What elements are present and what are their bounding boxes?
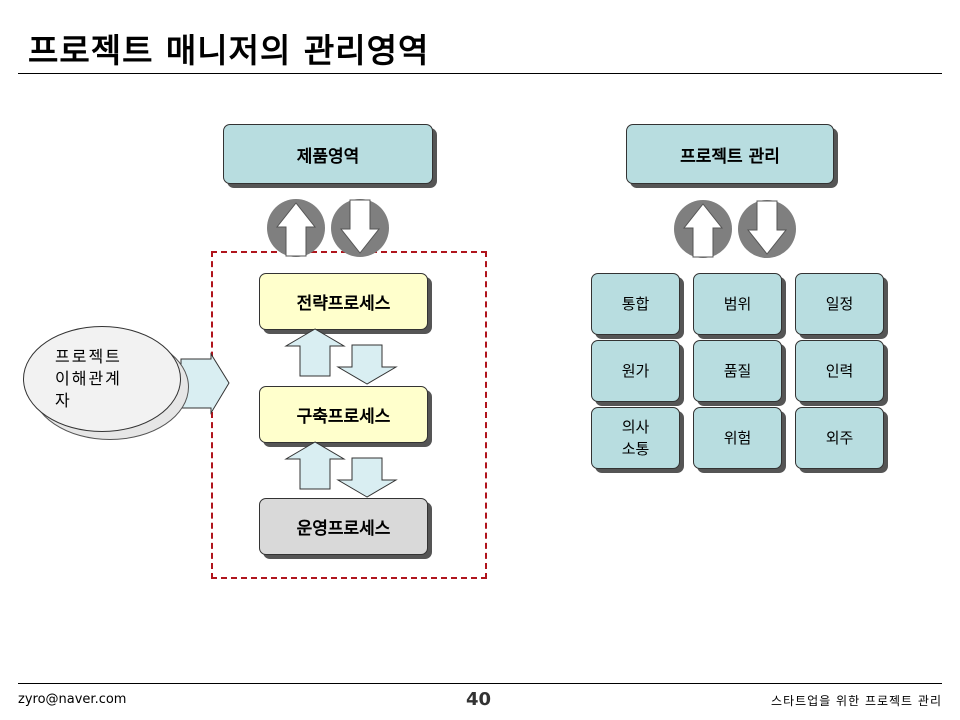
process-box-strategy: 전략프로세스 [259, 273, 428, 330]
stakeholder-ellipse [23, 326, 181, 432]
pm-area-procurement: 외주 [795, 407, 884, 469]
process-box-build: 구축프로세스 [259, 386, 428, 443]
pm-area-cost: 원가 [591, 340, 680, 402]
page-title: 프로젝트 매니저의 관리영역 [28, 31, 430, 70]
pm-area-scope: 범위 [693, 273, 782, 335]
product-area-header: 제품영역 [223, 124, 433, 184]
circle-arrow-up-icon [674, 200, 732, 258]
footer-subtitle: 스타트업을 위한 프로젝트 관리 [771, 694, 942, 708]
pm-area-integration: 통합 [591, 273, 680, 335]
pm-area-staffing: 인력 [795, 340, 884, 402]
footer-email: zyro@naver.com [18, 692, 127, 707]
circle-arrow-up-icon [267, 199, 325, 257]
footer-divider [18, 683, 942, 684]
block-arrow-up-icon [284, 328, 346, 490]
title-divider [18, 73, 942, 74]
page-number: 40 [466, 689, 492, 710]
stakeholder-label: 프로젝트 이해관계 자 [55, 347, 122, 410]
block-arrow-right-icon [180, 352, 230, 415]
process-box-operation: 운영프로세스 [259, 498, 428, 555]
pm-area-quality: 품질 [693, 340, 782, 402]
circle-arrow-down-icon [738, 200, 796, 258]
pm-area-communication: 의사 소통 [591, 407, 680, 469]
pm-area-risk: 위험 [693, 407, 782, 469]
block-arrow-down-icon [336, 344, 398, 498]
pm-area-schedule: 일정 [795, 273, 884, 335]
circle-arrow-down-icon [331, 199, 389, 257]
project-management-header: 프로젝트 관리 [626, 124, 834, 184]
